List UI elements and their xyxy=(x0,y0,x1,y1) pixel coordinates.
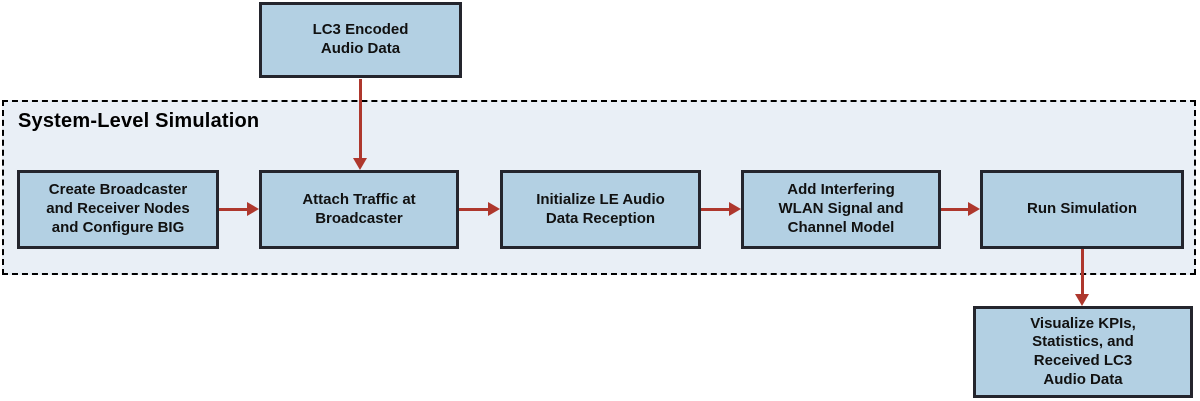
node-attach-traffic-at-broadcaster: Attach Traffic at Broadcaster xyxy=(259,170,459,249)
node-visualize-kpis-statistics-received-lc3: Visualize KPIs, Statistics, and Received… xyxy=(973,306,1193,398)
node-add-interfering-wlan-signal-channel-model: Add Interfering WLAN Signal and Channel … xyxy=(741,170,941,249)
arrow-head-right-icon xyxy=(247,202,259,216)
arrow-shaft xyxy=(701,207,729,211)
arrow-head-right-icon xyxy=(488,202,500,216)
system-level-simulation-title: System-Level Simulation xyxy=(18,110,260,132)
arrow-head-down-icon xyxy=(1075,294,1089,306)
arrow-shaft xyxy=(1080,249,1084,294)
arrow-shaft xyxy=(358,79,362,158)
arrow-head-down-icon xyxy=(353,158,367,170)
node-initialize-le-audio-data-reception: Initialize LE Audio Data Reception xyxy=(500,170,701,249)
node-run-simulation: Run Simulation xyxy=(980,170,1184,249)
node-lc3-encoded-audio-data: LC3 Encoded Audio Data xyxy=(259,2,462,78)
arrow-shaft xyxy=(459,207,488,211)
arrow-head-right-icon xyxy=(729,202,741,216)
arrow-shaft xyxy=(219,207,247,211)
arrow-wlan-to-run xyxy=(941,202,980,216)
arrow-shaft xyxy=(941,207,968,211)
arrow-attach-to-initialize xyxy=(459,202,500,216)
arrow-create-to-attach xyxy=(219,202,259,216)
arrow-head-right-icon xyxy=(968,202,980,216)
arrow-lc3-to-attach-traffic xyxy=(353,79,367,170)
node-create-broadcaster-receiver-nodes: Create Broadcaster and Receiver Nodes an… xyxy=(17,170,219,249)
arrow-run-to-visualize xyxy=(1075,249,1089,306)
arrow-initialize-to-wlan xyxy=(701,202,741,216)
